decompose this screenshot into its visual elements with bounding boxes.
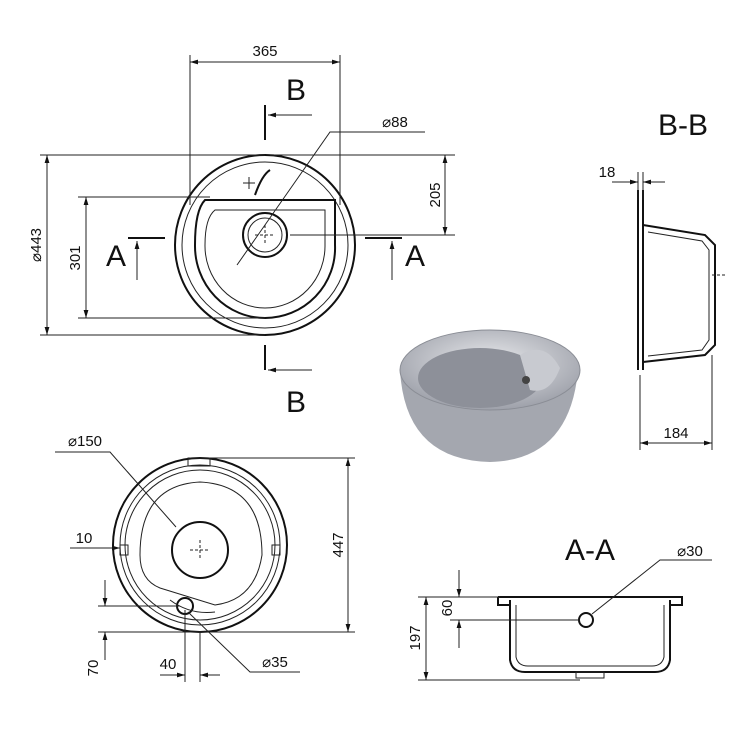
bottom-view: ⌀150 10 447 70 40 ⌀35 [55,433,355,682]
section-bb: B-B 18 184 [599,109,725,450]
offset-y-dim-label: 70 [85,660,102,677]
overflow-dia-label: ⌀30 [677,543,703,560]
section-aa: A-A ⌀30 60 197 [407,534,712,681]
section-a-left-label: A [106,240,126,273]
overflow-height-label: 60 [439,600,456,617]
bowl-dia-label: ⌀150 [68,433,102,450]
section-b-top-label: B [286,74,306,107]
section-a-right-label: A [405,240,425,273]
sink-3d-render [399,329,581,462]
drain-inner [247,217,283,253]
section-aa-title: A-A [565,534,615,567]
sink-inner-rim [181,161,349,329]
drain-outer-bottom [171,521,229,579]
offset-dim-label: 205 [427,182,444,207]
drain-dia-label: ⌀88 [382,114,408,131]
depth-dim-label-bb: 184 [663,425,688,442]
rim-dim-label: 18 [599,164,616,181]
depth-dim-label-aa: 197 [407,625,424,650]
overflow-hole-section [578,612,594,628]
height-dim-label: 447 [330,532,347,557]
drain-outer [242,212,288,258]
width-dim-label: 365 [252,43,277,60]
top-view: 365 B B ⌀88 205 ⌀443 301 A A [28,43,455,419]
section-bb-title: B-B [658,109,708,142]
bowl-outline [193,199,337,320]
bowl-dim-label: 301 [67,245,84,270]
wall-dim-label: 10 [76,530,93,547]
hole-dia-label: ⌀35 [262,654,288,671]
outer-dia-label: ⌀443 [28,228,45,262]
offset-x-dim-label: 40 [160,656,177,673]
section-b-bottom-label: B [286,386,306,419]
